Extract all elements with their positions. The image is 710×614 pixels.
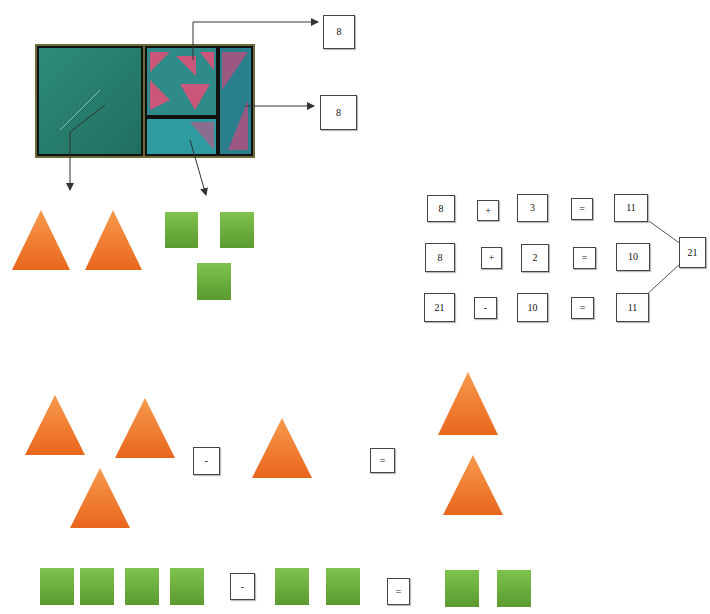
box-text: 10 bbox=[628, 252, 638, 262]
number-box: 10 bbox=[616, 243, 650, 271]
box-text: - bbox=[241, 582, 244, 592]
box-text: - bbox=[484, 303, 487, 313]
box-text: 8 bbox=[336, 108, 341, 118]
box-text: 8 bbox=[337, 27, 342, 37]
number-box: 8 bbox=[425, 243, 455, 272]
box-text: - bbox=[205, 456, 208, 466]
box-text: 21 bbox=[435, 303, 445, 313]
triangle-shape bbox=[25, 372, 503, 528]
number-box: - bbox=[193, 447, 220, 475]
number-box: + bbox=[481, 247, 502, 269]
number-box: = bbox=[571, 198, 593, 220]
number-box: 8 bbox=[427, 195, 455, 222]
number-box: 11 bbox=[616, 293, 649, 322]
number-box: 8 bbox=[323, 15, 355, 49]
box-text: = bbox=[582, 253, 588, 263]
number-box: 2 bbox=[521, 244, 549, 272]
number-box: - bbox=[474, 297, 497, 319]
box-text: 11 bbox=[628, 303, 638, 313]
box-text: 3 bbox=[530, 203, 535, 213]
triangle-shape bbox=[12, 210, 142, 270]
number-box: 11 bbox=[614, 194, 648, 222]
box-text: + bbox=[485, 206, 491, 216]
box-text: = bbox=[396, 587, 402, 597]
box-text: 2 bbox=[533, 253, 538, 263]
number-box: = bbox=[387, 578, 410, 605]
box-text: 21 bbox=[688, 248, 698, 258]
connector-line bbox=[648, 265, 679, 293]
number-box: 10 bbox=[517, 293, 548, 322]
box-text: 8 bbox=[438, 253, 443, 263]
square-shape bbox=[165, 212, 254, 300]
box-text: = bbox=[580, 303, 586, 313]
number-box: 21 bbox=[424, 293, 455, 322]
leader-arrow bbox=[70, 22, 318, 195]
number-box: = bbox=[573, 247, 596, 269]
number-box: = bbox=[571, 297, 594, 319]
number-box: 3 bbox=[517, 194, 548, 222]
box-text: = bbox=[579, 204, 585, 214]
box-text: 11 bbox=[626, 203, 636, 213]
box-text: = bbox=[380, 456, 386, 466]
number-box: 8 bbox=[320, 95, 357, 130]
box-text: 10 bbox=[528, 303, 538, 313]
box-text: 8 bbox=[439, 204, 444, 214]
connector-line bbox=[648, 220, 679, 242]
box-text: + bbox=[489, 253, 495, 263]
square-shape bbox=[40, 568, 531, 607]
number-box: - bbox=[230, 573, 255, 600]
number-box: + bbox=[477, 200, 499, 221]
number-box: 21 bbox=[679, 237, 706, 268]
number-box: = bbox=[370, 448, 395, 473]
photo-picture bbox=[35, 44, 255, 158]
